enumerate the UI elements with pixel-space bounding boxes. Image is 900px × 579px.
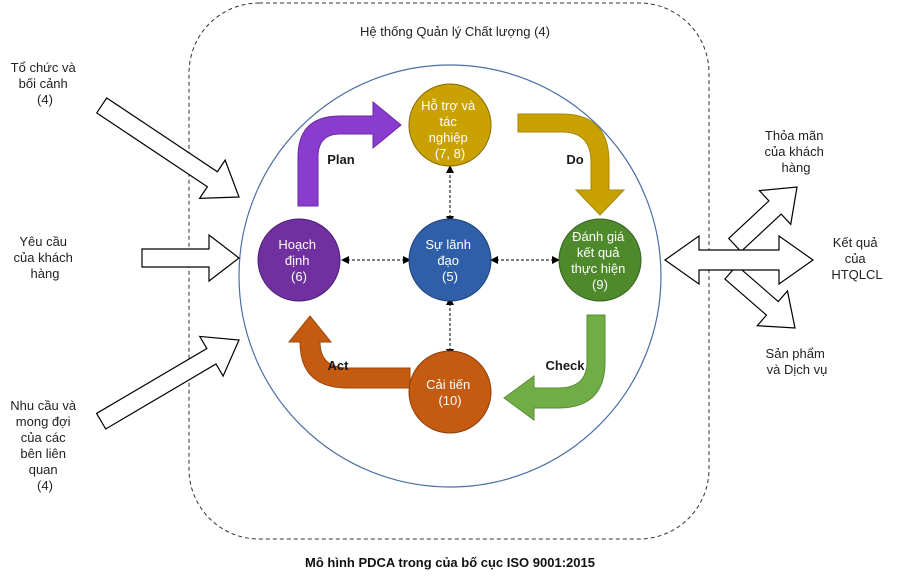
- input-arrow-stakeholders: [95, 335, 240, 430]
- node-evaluation: [558, 218, 642, 302]
- input-label-requirements: Yêu cầu của khách hàng: [14, 234, 77, 281]
- output-label-results: Kết quả của HTQLCL: [831, 235, 882, 282]
- check-arrow: [503, 314, 606, 421]
- plan-label: Plan: [327, 152, 355, 167]
- node-evaluation-text: Đánh giá kết quả thực hiện (9): [571, 229, 629, 292]
- act-label: Act: [328, 358, 350, 373]
- act-arrow: [287, 315, 411, 389]
- system-title: Hệ thống Quản lý Chất lượng (4): [360, 24, 550, 39]
- do-arrow: [517, 113, 626, 216]
- node-planning: [257, 218, 341, 302]
- input-arrow-context: [95, 97, 240, 200]
- diagram-caption: Mô hình PDCA trong của bố cục ISO 9001:2…: [305, 555, 595, 570]
- output-label-products: Sản phẩm và Dịch vụ: [766, 346, 829, 377]
- node-leadership-text: Sự lãnh đạo (5): [425, 237, 474, 284]
- node-improvement-text: Cải tiến (10): [426, 377, 474, 408]
- inner-cycle-circle: [238, 64, 662, 488]
- output-arrow-products: [724, 264, 796, 329]
- input-label-context: Tổ chức và bối cảnh (4): [11, 60, 80, 107]
- check-label: Check: [545, 358, 585, 373]
- node-improvement: [408, 350, 492, 434]
- plan-arrow: [297, 100, 402, 207]
- do-label: Do: [566, 152, 583, 167]
- node-support-text: Hỗ trợ và tác nghiệp (7, 8): [421, 98, 479, 161]
- node-planning-text: Hoạch định (6): [278, 237, 319, 284]
- output-double-arrow-results: [663, 234, 815, 286]
- system-boundary: [188, 2, 710, 540]
- node-leadership: [408, 218, 492, 302]
- input-label-stakeholders: Nhu cầu và mong đợi của các bên liên qua…: [10, 398, 79, 493]
- output-arrow-satisfaction: [727, 186, 798, 253]
- input-arrow-requirements: [141, 233, 240, 283]
- output-label-satisfaction: Thỏa mãn của khách hàng: [765, 128, 828, 175]
- node-support: [408, 83, 492, 167]
